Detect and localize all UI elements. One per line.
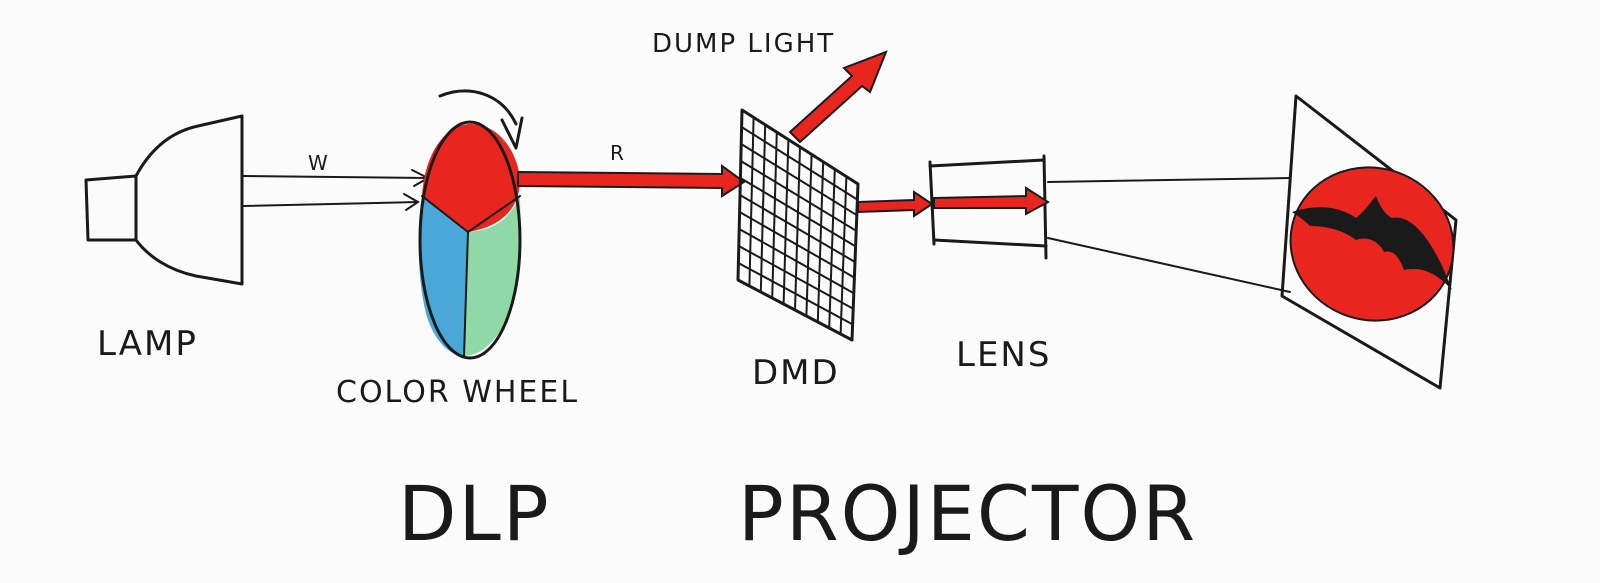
- dump-light-label: DUMP LIGHT: [652, 29, 835, 59]
- red-beam-label: R: [610, 141, 626, 165]
- projected-image: [1289, 166, 1455, 322]
- lamp-shape: [84, 114, 244, 286]
- dmd-label: DMD: [752, 353, 840, 393]
- white-beam: [243, 169, 431, 211]
- dmd-grid-line: [739, 194, 856, 263]
- color-wheel: [418, 89, 524, 360]
- dmd-grid-line: [805, 153, 813, 317]
- dmd-grid-line: [738, 228, 855, 295]
- dmd-grid-line: [816, 160, 825, 323]
- dmd-grid-line: [839, 175, 848, 335]
- lamp-label: LAMP: [97, 324, 198, 364]
- lens: [928, 154, 1050, 260]
- dump-light-arrow: [788, 50, 888, 144]
- dmd-mirror-array: [736, 108, 860, 342]
- color-wheel-label: COLOR WHEEL: [336, 375, 579, 410]
- red-beam: [517, 164, 746, 198]
- projection-rays: [1047, 177, 1291, 293]
- white-beam-label: W: [308, 151, 330, 175]
- dmd-grid-line: [737, 262, 854, 326]
- wheel-red-segment: [422, 123, 520, 232]
- lens-label: LENS: [956, 335, 1051, 375]
- dmd-to-lens-beam: [857, 190, 934, 218]
- dmd-grid-line: [737, 245, 855, 310]
- wheel-green-segment: [464, 196, 521, 356]
- title-dlp: DLP: [398, 469, 551, 558]
- title-projector: PROJECTOR: [738, 469, 1197, 558]
- dmd-grid-line: [828, 168, 836, 329]
- bat-silhouette-icon: [1292, 196, 1452, 290]
- dmd-grid-line: [738, 211, 856, 279]
